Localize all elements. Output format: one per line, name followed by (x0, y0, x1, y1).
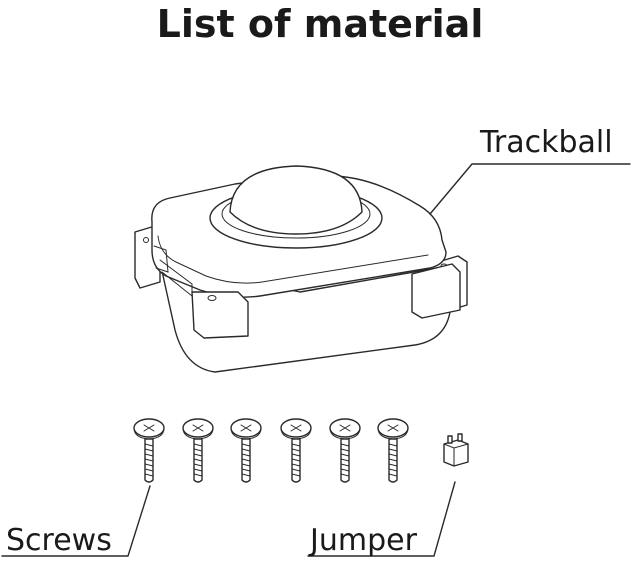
right-front-mounting-ear (411, 263, 461, 319)
screw (230, 418, 262, 483)
page-title: List of material (156, 2, 484, 46)
trackball-leader-line (429, 163, 631, 215)
screws-leader-line (1, 485, 151, 557)
screw (280, 418, 312, 483)
screw (329, 418, 361, 483)
jumper-leader-line (307, 481, 456, 557)
screw (133, 418, 165, 483)
jumper-label: Jumper (310, 523, 417, 558)
jumper-illustration (443, 433, 469, 467)
trackball-illustration (134, 165, 468, 373)
trackball-label: Trackball (480, 125, 613, 160)
screw (182, 418, 214, 483)
screws-label: Screws (6, 523, 112, 558)
trackball-ball (229, 165, 363, 235)
screws-illustration (133, 418, 409, 483)
front-mounting-ear (191, 291, 249, 339)
screw (377, 418, 409, 483)
